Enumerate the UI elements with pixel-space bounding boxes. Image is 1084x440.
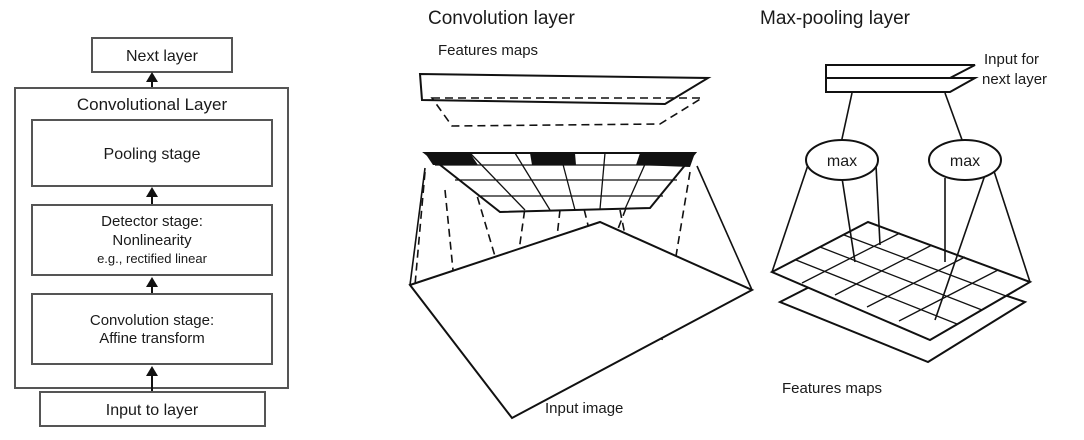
conv-features-maps-label: Features maps (438, 42, 538, 59)
pooling-features-maps-label: Features maps (782, 380, 882, 397)
conv-highlight-cell (636, 153, 695, 167)
pooling-stage-label: Pooling stage (104, 146, 201, 163)
max-pooling-illustration: Max-pooling layer Input for next layer m… (760, 8, 1047, 397)
pooling-connection (991, 164, 1031, 283)
conv-input-image-sheet (408, 220, 755, 420)
pooling-connection (934, 174, 986, 321)
conv-pyramid-edge (409, 167, 426, 286)
convolution-stage-line-2: Affine transform (99, 330, 205, 347)
conv-projection-line (414, 171, 426, 286)
pooling-output-sheet-back (825, 77, 979, 93)
pooling-connection (839, 92, 853, 149)
max-node-left-label: max (827, 153, 857, 170)
arrowhead-detector (146, 277, 158, 287)
conv-grid-col (469, 152, 526, 211)
convolution-stage-line-1: Convolution stage: (90, 312, 214, 329)
arrowhead-pooling (146, 187, 158, 197)
layer-stack: Next layer Convolutional Layer Pooling s… (14, 37, 289, 427)
convolution-layer-illustration: Convolution layer Features maps Input im… (408, 8, 755, 420)
input-to-layer-label: Input to layer (106, 402, 199, 419)
conv-highlight-cell (530, 153, 576, 165)
pooling-connection (944, 92, 966, 149)
pooling-grid-line (898, 269, 999, 322)
conv-grid-col (514, 152, 551, 211)
pooling-output-label-line-1: Input for (984, 51, 1039, 68)
detector-stage-box (31, 204, 273, 276)
conv-highlight-cell (425, 153, 478, 165)
max-node-right-label: max (950, 153, 980, 170)
pooling-grid-line (801, 232, 901, 284)
next-layer-box (91, 37, 233, 73)
conv-feature-map-sheet (418, 72, 712, 106)
pooling-connection (875, 164, 881, 246)
arrowhead-convolution (146, 366, 158, 376)
input-to-layer-box (39, 391, 266, 427)
conv-grid-col (599, 152, 606, 210)
max-node-right (928, 139, 1002, 181)
convolution-stage-box (31, 293, 273, 365)
arrowhead-next-layer (146, 72, 158, 82)
next-layer-label: Next layer (126, 48, 199, 65)
convolutional-layer-title: Convolutional Layer (77, 95, 228, 114)
pooling-grid-line (866, 256, 966, 308)
detector-stage-line-3: e.g., rectified linear (97, 251, 208, 266)
max-pooling-layer-title: Max-pooling layer (760, 8, 911, 29)
max-node-left (805, 139, 879, 181)
conv-feature-map-dashed-sheet (430, 97, 705, 127)
pooling-grid-line (819, 246, 983, 311)
detector-stage-line-2: Nonlinearity (112, 232, 192, 249)
pooling-grid-line (843, 234, 1007, 297)
pooling-connection (841, 177, 856, 263)
pooling-grid-line (834, 244, 933, 296)
pooling-connection (771, 164, 809, 273)
pooling-grid-line (795, 259, 958, 325)
convolution-layer-title: Convolution layer (428, 8, 575, 29)
detector-stage-line-1: Detector stage: (101, 213, 203, 230)
pooling-stage-box (31, 119, 273, 187)
pooling-output-sheet-front (825, 64, 976, 79)
conv-pyramid-edge (696, 165, 753, 291)
pooling-output-label-line-2: next layer (982, 71, 1047, 88)
conv-input-image-label: Input image (545, 400, 623, 417)
